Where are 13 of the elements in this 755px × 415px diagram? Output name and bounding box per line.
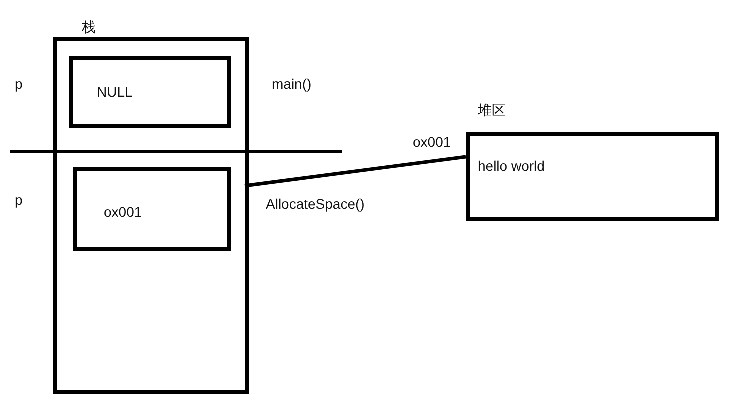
region-heading: 堆区: [478, 102, 506, 120]
value-text: hello world: [478, 158, 545, 174]
value-text: ox001: [104, 204, 142, 220]
text-label: ox001: [413, 134, 452, 150]
text-label: main(): [272, 76, 312, 92]
variable-box: [73, 167, 231, 251]
connector-line: [244, 155, 466, 188]
text-label: p: [15, 76, 23, 92]
region-heading: 栈: [82, 19, 96, 37]
text-label: p: [15, 192, 23, 208]
value-text: NULL: [97, 84, 133, 100]
variable-box: [69, 56, 231, 128]
text-label: AllocateSpace(): [266, 196, 365, 212]
